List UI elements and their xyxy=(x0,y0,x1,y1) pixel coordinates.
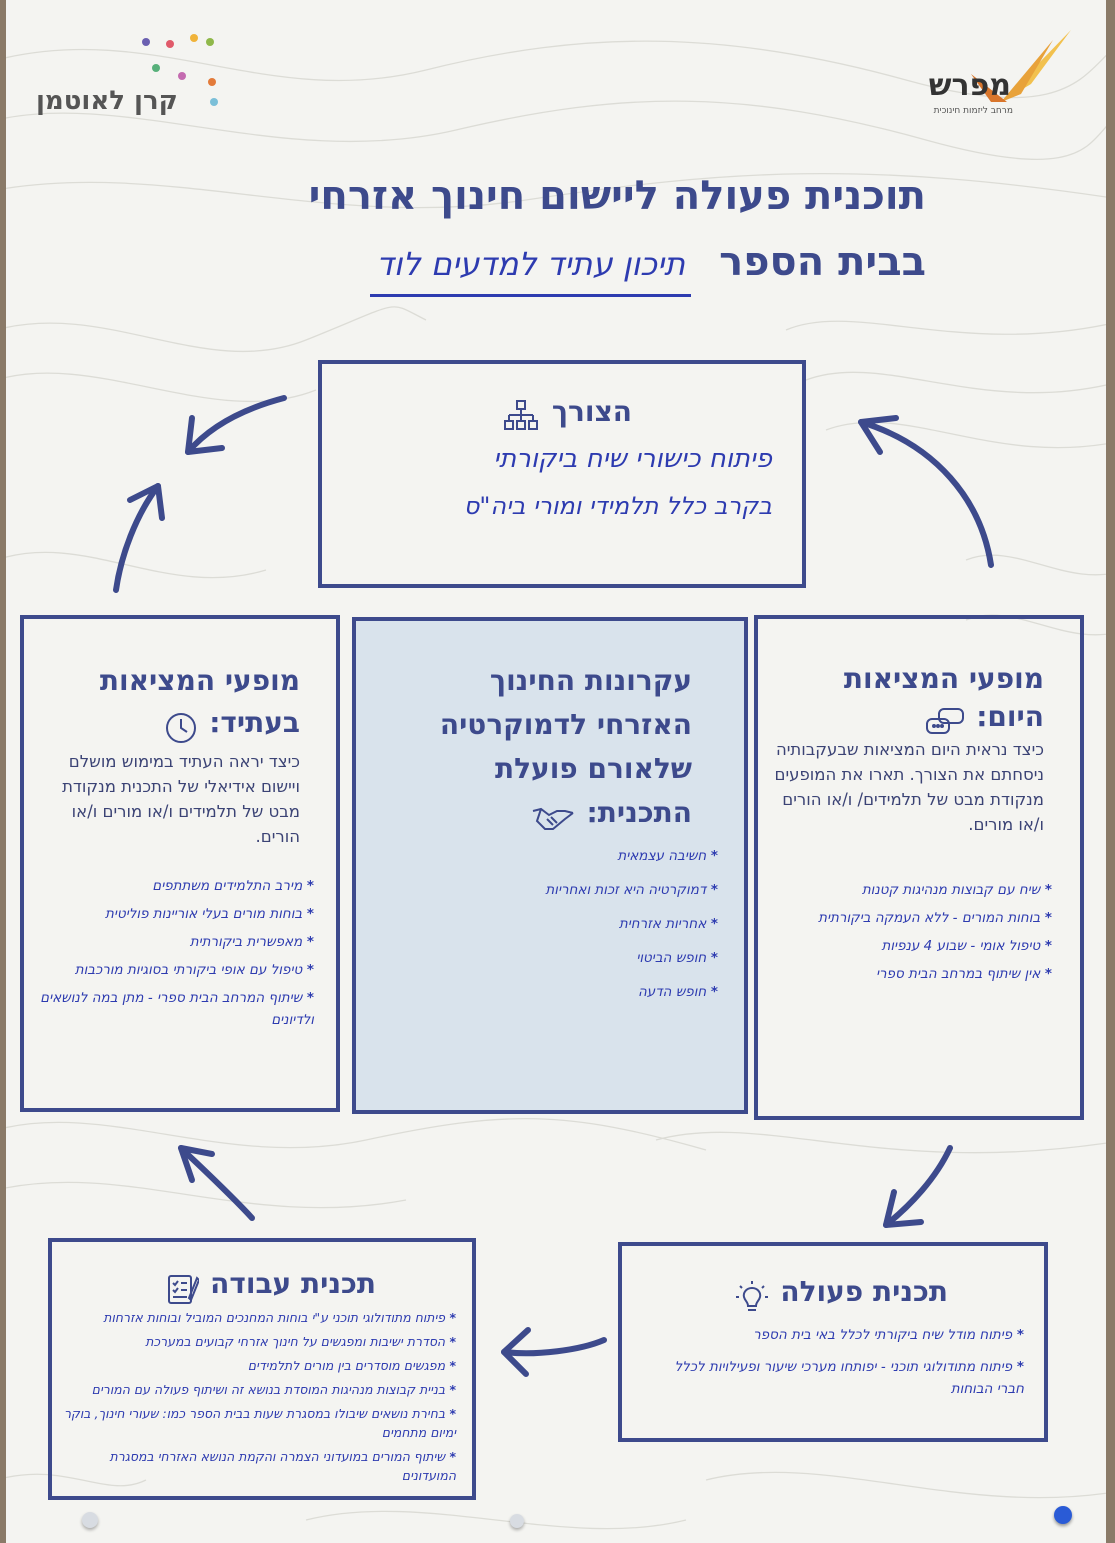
speech-bubbles-icon xyxy=(926,707,965,734)
page-title: תוכנית פעולה ליישום חינוך אזרחי בבית הספ… xyxy=(156,168,926,297)
future-title-line1: מופעי המציאות xyxy=(99,664,300,697)
list-item: חופש הביטוי xyxy=(398,947,718,969)
checklist-icon xyxy=(168,1274,200,1304)
mifras-logo: מפרש מרחב ליזמות חינוכית xyxy=(901,24,1091,119)
page-title-line1: תוכנית פעולה ליישום חינוך אזרחי xyxy=(308,173,926,219)
today-title-line1: מופעי המציאות xyxy=(843,662,1044,695)
arrow-action-to-work xyxy=(501,1327,607,1377)
list-item: בוחות המורים - ללא העמקה ביקורתית xyxy=(767,907,1052,929)
list-item: שיח עם קבוצות מנהיגות קטנות xyxy=(767,879,1052,901)
future-description: כיצד יראה העתיד במימוש מושלם ויישום אידי… xyxy=(62,752,300,846)
today-box: מופעי המציאות היום: כיצד נראית היום המצי… xyxy=(754,615,1084,1120)
future-box: מופעי המציאות בעתיד: כיצד יראה העתיד במי… xyxy=(20,615,340,1112)
poster: קרן לאוטמן מפרש מרחב ליזמות חינוכית תוכנ… xyxy=(6,0,1106,1543)
future-title-line2: בעתיד: xyxy=(209,706,300,739)
list-item: חשיבה עצמאית xyxy=(398,845,718,867)
list-item: שיתוף המורים במועדוני הצמרה והקמת הנושא … xyxy=(60,1447,456,1485)
lightbulb-icon xyxy=(736,1280,769,1311)
lautman-logo: קרן לאוטמן xyxy=(36,30,236,130)
list-item: הסדרת ישיבות ומפגשים על חינוך אזרחי קבוע… xyxy=(60,1332,456,1351)
future-list: מירב התלמידים משתתפים בוחות מורים בעלי א… xyxy=(34,875,314,1037)
clock-icon xyxy=(166,712,197,743)
list-item: חופש הדעה xyxy=(398,981,718,1003)
list-item: מפגשים מוסדרים בין מורים לתלמידים xyxy=(60,1356,456,1375)
mifras-logo-tagline: מרחב ליזמות חינוכית xyxy=(933,106,1013,116)
lautman-logo-text: קרן לאוטמן xyxy=(36,86,178,116)
page-title-school-prefix: בבית הספר xyxy=(719,239,926,285)
list-item: בחירת נושאים שיבולו במסגרת שעות בבית הספ… xyxy=(60,1404,456,1442)
today-description: כיצד נראית היום המציאות שבעקבותיה ניסחתם… xyxy=(774,740,1044,834)
arrow-need-to-left xyxy=(185,395,287,455)
list-item: שיתוף המרחב הבית ספרי - מתן במה לנושאים … xyxy=(34,987,314,1031)
principles-list: חשיבה עצמאית דמוקרטיה היא זכות ואחריות א… xyxy=(398,845,718,1015)
push-pin xyxy=(510,1514,524,1528)
action-plan-title-row: תכנית פעולה xyxy=(648,1272,948,1314)
need-handwritten-line1: פיתוח כישורי שיח ביקורתי xyxy=(493,444,772,474)
principles-box: עקרונות החינוך האזרחי לדמוקרטיה שלאורם פ… xyxy=(352,617,748,1114)
list-item: אחריות אזרחית xyxy=(398,913,718,935)
work-plan-box: תכנית עבודה פיתוח מתודולוגי תוכני ע"י בו… xyxy=(48,1238,476,1500)
need-title: הצורך xyxy=(551,395,632,428)
arrow-work-to-future xyxy=(178,1145,255,1221)
list-item: פיתוח מתודולוגי תוכני - יפותחו מערכי שיע… xyxy=(644,1356,1025,1400)
action-plan-list: פיתוח מודל שיח ביקורתי לכלל באי בית הספר… xyxy=(644,1324,1025,1406)
arrow-today-to-need xyxy=(858,415,994,568)
list-item: טיפול עם אופי ביקורתי בסוגיות מורכבות xyxy=(34,959,314,981)
principles-title-line3: שלאורם פועלת xyxy=(494,752,692,785)
future-title-row2: בעתיד: xyxy=(30,703,300,745)
arrow-today-to-action xyxy=(883,1145,953,1228)
lautman-dots-icon xyxy=(142,34,218,106)
need-handwritten-line2: בקרב כלל תלמידי ומורי ביה"ס xyxy=(463,492,772,520)
action-plan-box: תכנית פעולה פיתוח מודל שיח ביקורתי לכלל … xyxy=(618,1242,1048,1442)
list-item: מאפשרית ביקורתית xyxy=(34,931,314,953)
principles-title-line4: התכנית: xyxy=(586,796,692,829)
list-item: מירב התלמידים משתתפים xyxy=(34,875,314,897)
list-item: פיתוח מתודולוגי תוכני ע"י בוחות המחנכים … xyxy=(60,1308,456,1327)
list-item: טיפול אומי - שבוע 4 ענפיות xyxy=(767,935,1052,957)
page-title-line2: בבית הספר תיכון עתיד למדעים לוד xyxy=(156,234,926,297)
principles-title-line1: עקרונות החינוך xyxy=(489,664,692,697)
list-item: דמוקרטיה היא זכות ואחריות xyxy=(398,879,718,901)
today-title-row2: היום: xyxy=(764,697,1044,737)
work-plan-title-row: תכנית עבודה xyxy=(76,1264,376,1306)
mifras-logo-name: מפרש xyxy=(928,68,1011,103)
school-name-handwritten: תיכון עתיד למדעים לוד xyxy=(370,236,692,297)
today-list: שיח עם קבוצות מנהיגות קטנות בוחות המורים… xyxy=(767,879,1052,991)
action-plan-title: תכנית פעולה xyxy=(780,1275,948,1308)
principles-title-line2: האזרחי לדמוקרטיה xyxy=(439,708,692,741)
list-item: אין שיתוף במרחב הבית ספרי xyxy=(767,963,1052,985)
need-title-row: הצורך xyxy=(332,392,632,435)
work-plan-title: תכנית עבודה xyxy=(210,1267,376,1300)
handshake-icon xyxy=(533,807,575,830)
today-title-line2: היום: xyxy=(976,700,1044,733)
need-box: הצורך פיתוח כישורי שיח ביקורתי בקרב כלל … xyxy=(318,360,806,588)
list-item: פיתוח מודל שיח ביקורתי לכלל באי בית הספר xyxy=(644,1324,1024,1346)
push-pin xyxy=(82,1512,98,1528)
principles-title-row4: התכנית: xyxy=(372,793,692,833)
arrow-future-to-need xyxy=(113,483,165,593)
org-chart-icon xyxy=(503,399,538,430)
work-plan-list: פיתוח מתודולוגי תוכני ע"י בוחות המחנכים … xyxy=(60,1308,456,1485)
sail-icon xyxy=(971,30,1071,102)
list-item: בוחות מורים בעלי אוריינות פוליטית xyxy=(34,903,314,925)
push-pin xyxy=(1054,1506,1072,1524)
list-item: בניית קבוצות מנהיגות המוסדת בנושא זה ושי… xyxy=(60,1380,456,1399)
